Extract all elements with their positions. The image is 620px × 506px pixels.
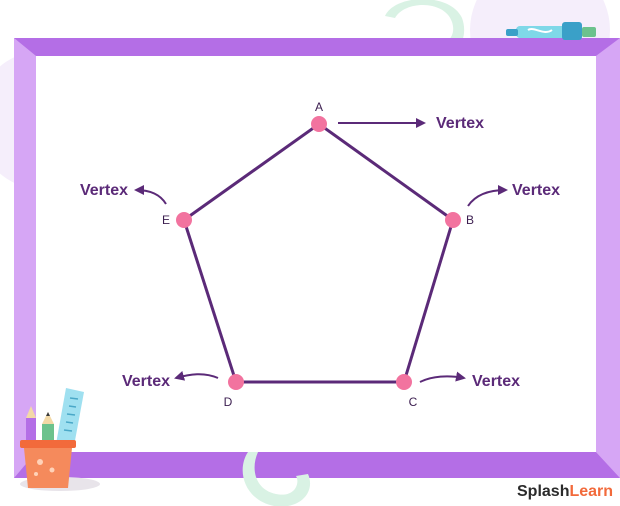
- vertex-dot-a: [311, 116, 327, 132]
- arrow-b: [467, 185, 508, 207]
- brand-logo-learn: Learn: [569, 483, 613, 500]
- pentagon-side-ab: [318, 122, 454, 222]
- vertex-dot-d: [228, 374, 244, 390]
- point-label-e: E: [162, 213, 170, 227]
- board-frame-left: [14, 38, 36, 478]
- point-label-d: D: [224, 395, 233, 409]
- board-surface: [36, 56, 596, 452]
- vertex-dot-b: [445, 212, 461, 228]
- brand-logo: SplashLearn: [517, 483, 613, 500]
- vertex-label-a: Vertex: [436, 115, 484, 132]
- brand-logo-splash: Splash: [517, 483, 569, 500]
- vertex-label-b: Vertex: [512, 182, 560, 199]
- ruler-icon: [56, 388, 84, 446]
- board-frame-right: [596, 38, 620, 478]
- swirl-decoration: [242, 452, 310, 506]
- pentagon-side-ea: [183, 122, 320, 222]
- arrow-d: [174, 370, 219, 381]
- vertex-dot-e: [176, 212, 192, 228]
- pen-icon: [506, 22, 596, 40]
- point-label-a: A: [315, 100, 323, 114]
- pencil-cup-icon: [20, 388, 100, 491]
- point-label-b: B: [466, 213, 474, 227]
- arrow-e: [134, 185, 167, 205]
- pentagon-side-de: [182, 219, 238, 383]
- board-frame-top: [14, 38, 620, 56]
- vertex-dot-c: [396, 374, 412, 390]
- arrow-c: [419, 371, 466, 383]
- point-label-c: C: [409, 395, 418, 409]
- board-frame-bottom: [14, 452, 620, 478]
- vertex-label-d: Vertex: [122, 373, 170, 390]
- vertex-label-c: Vertex: [472, 373, 520, 390]
- vertex-label-e: Vertex: [80, 182, 128, 199]
- pentagon-side-bc: [402, 219, 455, 383]
